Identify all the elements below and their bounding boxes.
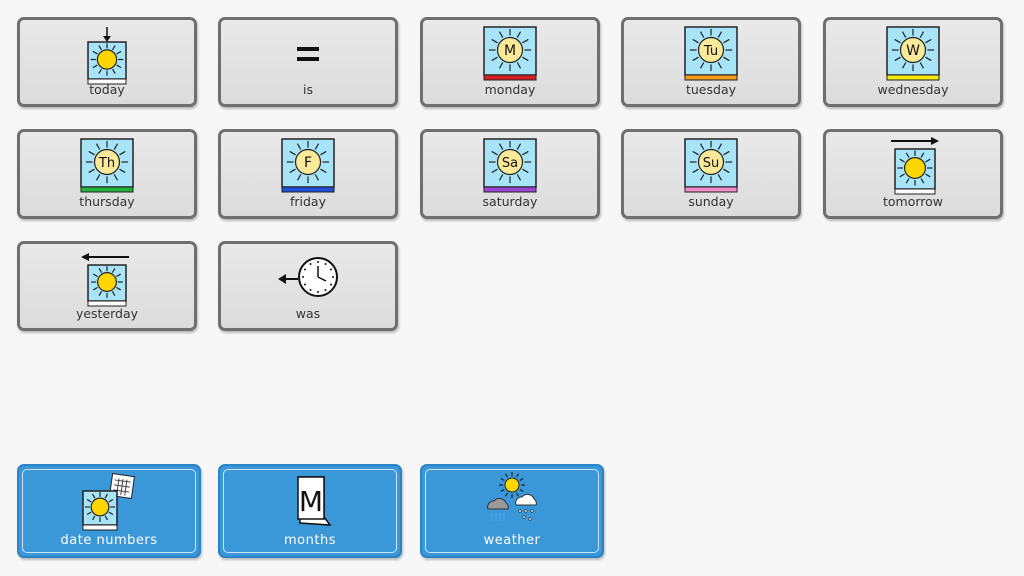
button-label: today <box>89 82 125 97</box>
svg-text:W: W <box>906 43 920 59</box>
button-label: tomorrow <box>882 194 944 209</box>
word-button-sunday[interactable]: Su sunday <box>621 129 801 219</box>
equals-icon <box>297 47 319 61</box>
yesterday-icon <box>81 253 129 307</box>
svg-text:Th: Th <box>98 156 115 171</box>
folder-button-weather[interactable]: weather <box>420 464 604 558</box>
word-button-tuesday[interactable]: Tu tuesday <box>621 17 801 107</box>
svg-text:F: F <box>304 155 312 171</box>
word-button-was[interactable]: was <box>218 241 398 331</box>
button-label: monday <box>484 82 536 97</box>
word-button-is[interactable]: is <box>218 17 398 107</box>
button-label: is <box>303 82 313 97</box>
word-button-tomorrow[interactable]: tomorrow <box>823 129 1003 219</box>
weather-icon <box>487 472 537 521</box>
today-icon <box>87 27 127 85</box>
word-button-today[interactable]: today <box>17 17 197 107</box>
button-label: was <box>295 306 321 321</box>
button-label: months <box>284 533 336 548</box>
button-label: saturday <box>482 194 538 209</box>
word-button-thursday[interactable]: Th thursday <box>17 129 197 219</box>
day-icon: Su <box>684 138 738 193</box>
date-numbers-icon <box>82 473 135 531</box>
word-button-yesterday[interactable]: yesterday <box>17 241 197 331</box>
button-label: thursday <box>79 194 135 209</box>
day-icon: Th <box>80 138 134 193</box>
button-label: wednesday <box>877 82 949 97</box>
folder-button-date-numbers[interactable]: date numbers <box>17 464 201 558</box>
months-icon: M <box>297 476 332 526</box>
day-icon: F <box>281 138 335 193</box>
svg-text:Sa: Sa <box>502 156 518 171</box>
day-icon: W <box>886 26 940 81</box>
past-clock-icon <box>278 257 338 297</box>
button-label: date numbers <box>60 533 158 548</box>
button-label: yesterday <box>75 306 139 321</box>
day-icon: Sa <box>483 138 537 193</box>
svg-text:Su: Su <box>703 156 720 171</box>
day-icon: Tu <box>684 26 738 81</box>
button-label: sunday <box>688 194 734 209</box>
day-icon: M <box>483 26 537 81</box>
svg-text:M: M <box>299 485 323 518</box>
tomorrow-icon <box>891 137 939 195</box>
svg-text:M: M <box>504 43 516 59</box>
button-label: friday <box>289 194 326 209</box>
button-label: weather <box>483 533 541 548</box>
button-label: tuesday <box>685 82 737 97</box>
word-button-saturday[interactable]: Sa saturday <box>420 129 600 219</box>
svg-text:Tu: Tu <box>703 44 718 59</box>
